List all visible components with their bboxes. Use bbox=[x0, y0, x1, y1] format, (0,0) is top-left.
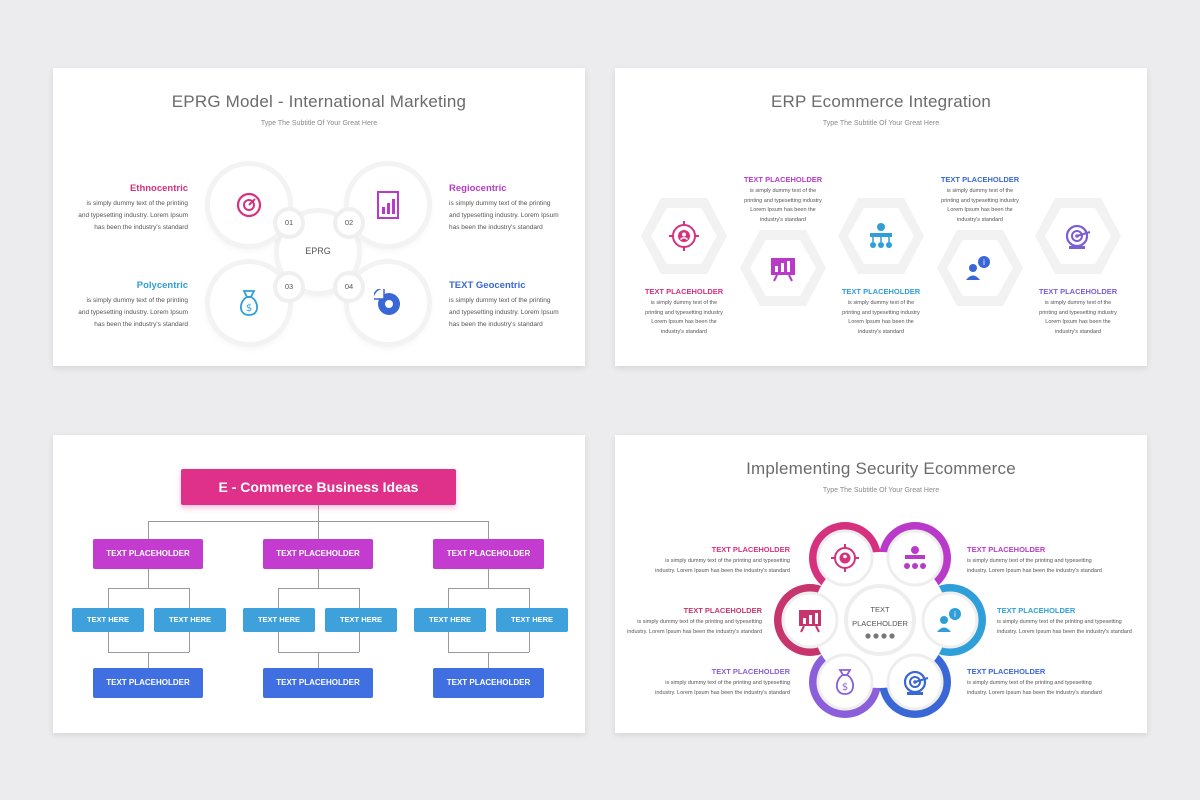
center-label: TEXT PLACEHOLDER bbox=[852, 605, 908, 628]
network-icon bbox=[904, 546, 926, 569]
target-arrow-icon bbox=[903, 670, 929, 695]
circular-diagram: i $ bbox=[774, 522, 986, 718]
item-description: is simply dummy text of the printing and… bbox=[997, 619, 1132, 635]
step-number-04: 04 bbox=[337, 275, 361, 299]
circle-03: $ bbox=[210, 264, 288, 342]
item-heading: TEXT PLACEHOLDER bbox=[711, 667, 790, 676]
item-heading: TEXT PLACEHOLDER bbox=[1038, 287, 1118, 296]
step-number-02: 02 bbox=[337, 211, 361, 235]
item-heading: TEXT PLACEHOLDER bbox=[711, 545, 790, 554]
item-heading: TEXT PLACEHOLDER bbox=[967, 545, 1046, 554]
presentation-board-icon bbox=[771, 258, 795, 282]
circle-04 bbox=[349, 264, 427, 342]
level2-box: TEXT HERE bbox=[325, 608, 397, 632]
item-heading: TEXT Geocentric bbox=[449, 280, 526, 291]
slide-subtitle: Type The Subtitle Of Your Great Here bbox=[822, 487, 940, 494]
item-heading: TEXT PLACEHOLDER bbox=[967, 667, 1046, 676]
svg-text:i: i bbox=[954, 610, 956, 619]
level2-box: TEXT HERE bbox=[414, 608, 486, 632]
center-label: EPRG bbox=[305, 246, 331, 256]
item-description: is simply dummy text of the printing and… bbox=[967, 558, 1102, 574]
item-description: is simply dummy text of the printing and… bbox=[655, 680, 790, 696]
chart-document-icon bbox=[377, 191, 399, 219]
svg-text:$: $ bbox=[842, 682, 848, 693]
level3-box: TEXT PLACEHOLDER bbox=[93, 668, 203, 698]
level3-box: TEXT PLACEHOLDER bbox=[263, 668, 373, 698]
item-heading: TEXT PLACEHOLDER bbox=[997, 606, 1076, 615]
slide-title: EPRG Model - International Marketing bbox=[171, 92, 467, 111]
hexagon-2 bbox=[740, 230, 826, 306]
hexagon-5 bbox=[1035, 198, 1121, 274]
slide-title: ERP Ecommerce Integration bbox=[770, 92, 992, 111]
slide-erp-integration[interactable]: ERP Ecommerce Integration Type The Subti… bbox=[615, 68, 1147, 366]
item-heading: TEXT PLACEHOLDER bbox=[683, 606, 762, 615]
slide-business-ideas[interactable]: E - Commerce Business Ideas TEXT PLACEHO… bbox=[53, 435, 585, 733]
level2-box: TEXT HERE bbox=[243, 608, 315, 632]
level2-box: TEXT HERE bbox=[496, 608, 568, 632]
presentation-board-icon bbox=[799, 610, 821, 633]
level3-box: TEXT PLACEHOLDER bbox=[433, 668, 544, 698]
target-user-icon bbox=[831, 544, 859, 572]
step-number-01: 01 bbox=[277, 211, 301, 235]
item-heading: Regiocentric bbox=[449, 183, 507, 194]
money-bag-icon: $ bbox=[835, 669, 855, 695]
item-heading: TEXT PLACEHOLDER bbox=[940, 175, 1020, 184]
slide-eprg-model[interactable]: EPRG Model - International Marketing Typ… bbox=[53, 68, 585, 366]
item-heading: TEXT PLACEHOLDER bbox=[841, 287, 921, 296]
circle-01 bbox=[210, 166, 288, 244]
item-description: is simply dummy text of the printing and… bbox=[967, 680, 1102, 696]
top-title-box: E - Commerce Business Ideas bbox=[181, 469, 456, 505]
item-description: is simply dummy text of the printing and… bbox=[655, 558, 790, 574]
step-number-03: 03 bbox=[277, 275, 301, 299]
pie-chart-icon bbox=[374, 289, 400, 315]
money-bag-icon: $ bbox=[239, 290, 259, 316]
level2-box: TEXT HERE bbox=[72, 608, 144, 632]
slide-security-ecommerce[interactable]: Implementing Security Ecommerce Type The… bbox=[615, 435, 1147, 733]
item-heading: TEXT PLACEHOLDER bbox=[644, 287, 724, 296]
slide-subtitle: Type The Subtitle Of Your Great Here bbox=[260, 120, 378, 127]
slide-title: Implementing Security Ecommerce bbox=[746, 459, 1016, 478]
user-info-icon: i bbox=[937, 608, 961, 632]
hexagon-4: i bbox=[937, 230, 1023, 306]
item-heading: Ethnocentric bbox=[129, 183, 188, 194]
level2-box: TEXT HERE bbox=[154, 608, 226, 632]
level1-box: TEXT PLACEHOLDER bbox=[433, 539, 544, 569]
svg-text:$: $ bbox=[246, 303, 252, 314]
network-icon bbox=[870, 223, 892, 248]
level1-box: TEXT PLACEHOLDER bbox=[263, 539, 373, 569]
hexagon-3 bbox=[838, 198, 924, 274]
item-description: is simply dummy text of the printing and… bbox=[627, 619, 762, 635]
item-heading: TEXT PLACEHOLDER bbox=[743, 175, 823, 184]
level1-box: TEXT PLACEHOLDER bbox=[93, 539, 203, 569]
svg-text:i: i bbox=[983, 258, 985, 267]
item-heading: Polycentric bbox=[136, 280, 188, 291]
target-arrow-icon bbox=[1065, 224, 1091, 249]
slide-subtitle: Type The Subtitle Of Your Great Here bbox=[822, 120, 940, 127]
circle-02 bbox=[349, 166, 427, 244]
user-info-icon: i bbox=[966, 256, 990, 280]
speedometer-icon bbox=[236, 192, 262, 218]
hexagon-1 bbox=[641, 198, 727, 274]
target-user-icon bbox=[669, 221, 699, 251]
